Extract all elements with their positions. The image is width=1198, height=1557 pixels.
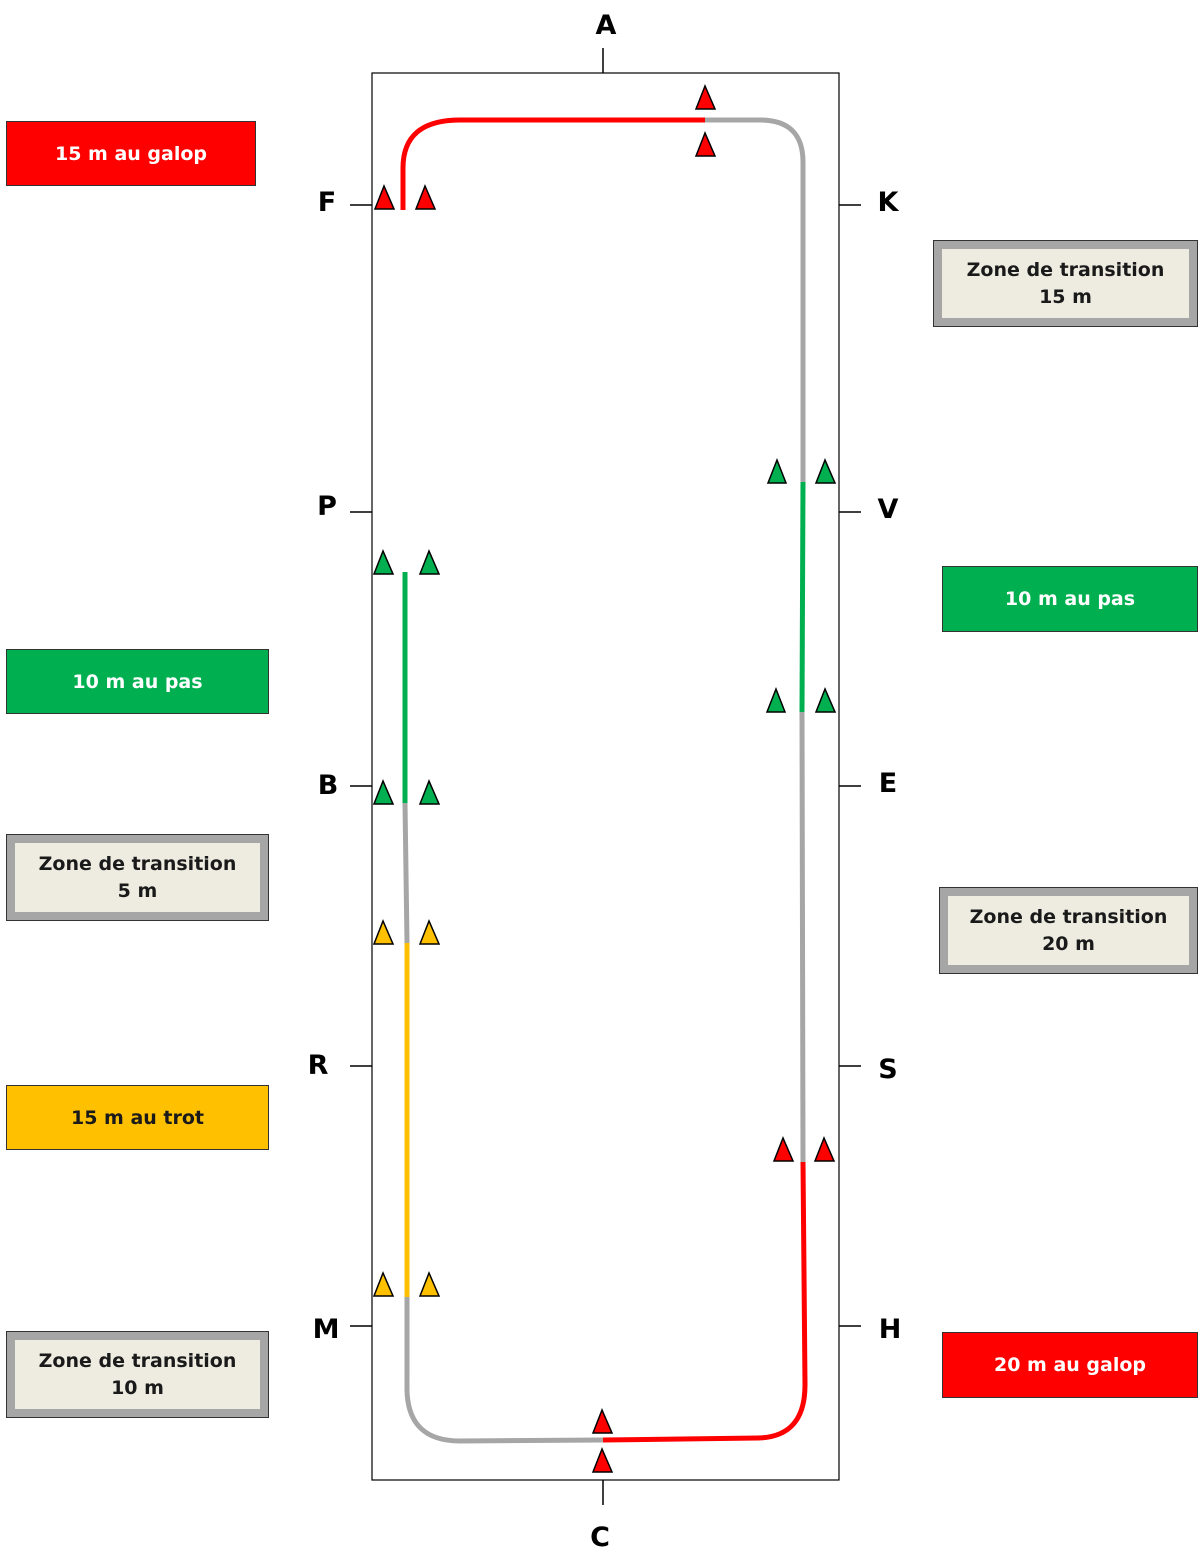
label-transition-15m-line2: 15 m bbox=[1039, 285, 1092, 308]
cone-red bbox=[694, 131, 717, 157]
label-galop-20m: 20 m au galop bbox=[942, 1332, 1198, 1398]
letter-h: H bbox=[879, 1314, 902, 1345]
cone-red bbox=[772, 1136, 795, 1162]
label-trot-15m: 15 m au trot bbox=[6, 1085, 269, 1150]
label-pas-left: 10 m au pas bbox=[6, 649, 269, 714]
track-transition-top-right bbox=[705, 117, 806, 482]
label-galop-15m-text: 15 m au galop bbox=[54, 142, 208, 165]
letter-e: E bbox=[879, 768, 897, 799]
cone-red bbox=[414, 184, 437, 210]
cone-green bbox=[418, 549, 441, 575]
label-pas-left-text: 10 m au pas bbox=[72, 670, 203, 693]
track-transition-left bbox=[402, 802, 410, 944]
label-transition-20m-line2: 20 m bbox=[1042, 932, 1095, 955]
letter-a: A bbox=[596, 10, 617, 41]
label-transition-5m-line2: 5 m bbox=[117, 879, 158, 902]
cone-green bbox=[765, 686, 787, 713]
label-transition-15m-inner: Zone de transition 15 m bbox=[942, 249, 1189, 318]
label-transition-20m-inner: Zone de transition 20 m bbox=[948, 896, 1189, 965]
track-transition-right bbox=[799, 711, 806, 1163]
label-galop-20m-text: 20 m au galop bbox=[993, 1354, 1147, 1376]
cone-yellow bbox=[372, 919, 395, 945]
cone-yellow bbox=[372, 1271, 395, 1297]
letter-c: C bbox=[590, 1522, 610, 1553]
label-pas-right: 10 m au pas bbox=[942, 566, 1198, 632]
letter-f: F bbox=[318, 187, 336, 218]
label-transition-15m: Zone de transition 15 m bbox=[933, 240, 1198, 327]
arena-boundary bbox=[371, 72, 840, 1481]
label-transition-15m-line1: Zone de transition bbox=[966, 258, 1165, 281]
cone-red bbox=[591, 1408, 614, 1434]
cone-green bbox=[814, 687, 837, 713]
letter-m: M bbox=[313, 1314, 340, 1345]
cone-yellow bbox=[418, 1271, 441, 1297]
label-transition-10m: Zone de transition 10 m bbox=[6, 1331, 269, 1418]
cone-green bbox=[766, 457, 788, 484]
cone-red bbox=[591, 1447, 614, 1473]
label-transition-10m-line2: 10 m bbox=[111, 1376, 164, 1399]
letter-b: B bbox=[318, 770, 339, 801]
cone-green bbox=[372, 549, 395, 575]
letter-ticks bbox=[350, 48, 861, 1505]
cone-red bbox=[694, 84, 717, 110]
label-galop-15m: 15 m au galop bbox=[6, 121, 256, 186]
track-galop-top bbox=[400, 117, 705, 210]
cone-green bbox=[814, 458, 837, 484]
label-transition-5m-line1: Zone de transition bbox=[38, 852, 237, 875]
label-transition-10m-inner: Zone de transition 10 m bbox=[15, 1340, 260, 1409]
cone-red bbox=[373, 184, 396, 210]
label-trot-15m-text: 15 m au trot bbox=[70, 1106, 205, 1129]
track-galop-bottom-right bbox=[602, 1161, 808, 1443]
letter-k: K bbox=[878, 187, 900, 218]
label-transition-20m-line1: Zone de transition bbox=[969, 905, 1168, 928]
label-transition-20m: Zone de transition 20 m bbox=[939, 887, 1198, 974]
letter-r: R bbox=[308, 1050, 329, 1081]
letter-v: V bbox=[878, 494, 899, 525]
label-transition-5m: Zone de transition 5 m bbox=[6, 834, 269, 921]
track-pas-right bbox=[799, 481, 806, 713]
cone-yellow bbox=[418, 919, 441, 945]
cone-green bbox=[372, 779, 395, 805]
letter-p: P bbox=[317, 491, 337, 522]
label-pas-right-text: 10 m au pas bbox=[1004, 588, 1136, 610]
cone-green bbox=[418, 779, 441, 805]
label-transition-5m-inner: Zone de transition 5 m bbox=[15, 843, 260, 912]
letter-s: S bbox=[878, 1054, 897, 1085]
track-transition-bottom bbox=[404, 1297, 604, 1444]
cone-red bbox=[813, 1136, 836, 1162]
label-transition-10m-line1: Zone de transition bbox=[38, 1349, 237, 1372]
